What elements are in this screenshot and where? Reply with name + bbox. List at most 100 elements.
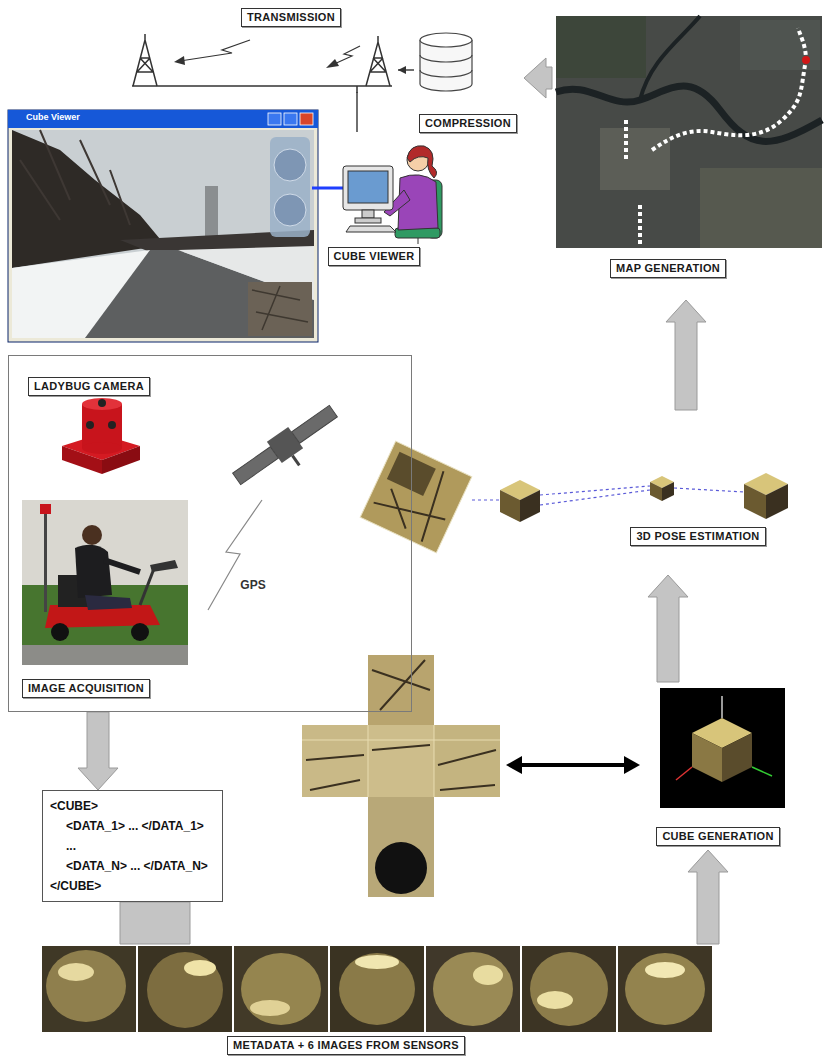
- flow-arrow: [648, 575, 688, 682]
- user-at-computer: [407, 146, 437, 178]
- flow-arrow: [524, 58, 552, 98]
- flow-arrow: [78, 712, 118, 790]
- pose-cube: [662, 482, 674, 501]
- pose-cube: [360, 441, 472, 553]
- sensor-images: [625, 953, 705, 1025]
- radio-tower: [366, 36, 390, 86]
- viewer-screenshot: [12, 130, 314, 338]
- signal-arrowhead: [326, 59, 339, 68]
- arrowhead: [398, 66, 414, 74]
- acquisition-photo: [40, 504, 51, 514]
- ladybug-camera: [82, 398, 122, 410]
- sensor-images: [426, 946, 520, 1032]
- link-line: [357, 92, 358, 132]
- unfolded-cube: [368, 725, 434, 797]
- code-line: <DATA_N> ... </DATA_N>: [50, 856, 208, 876]
- stage-region: CUBE GENERATION: [650, 682, 795, 850]
- sensor-images: [330, 946, 424, 1032]
- xml-box: <CUBE><DATA_1> ... </DATA_1>...<DATA_N> …: [42, 790, 223, 902]
- unfolded-cube: [302, 725, 368, 797]
- viewer-screenshot: [20, 130, 130, 225]
- satellite-map: [556, 16, 646, 78]
- stage-region: METADATA + 6 IMAGES FROM SENSORS: [40, 944, 718, 1058]
- viewer-screenshot: [205, 186, 218, 236]
- sensor-images: [355, 955, 399, 969]
- unfolded-cube: [375, 842, 427, 894]
- pose-link: [472, 486, 744, 505]
- user-at-computer: [348, 171, 388, 203]
- flow-arrow: [688, 850, 728, 944]
- flow-arrow: [524, 58, 552, 98]
- cube-render: [692, 733, 722, 782]
- pose-cube: [360, 441, 472, 553]
- double-arrow: [506, 756, 640, 774]
- satellite-map: [600, 128, 670, 190]
- database-icon: [420, 55, 472, 77]
- gps-signal: [208, 500, 262, 610]
- sensor-images: [537, 991, 573, 1009]
- sensor-images: [58, 963, 94, 981]
- radio-tower: [133, 34, 157, 86]
- user-at-computer: [362, 210, 374, 218]
- flow-arrow: [120, 902, 190, 944]
- stage-region: COMPRESSION: [414, 26, 524, 134]
- gps-label: GPS: [240, 578, 265, 592]
- database-icon: [420, 40, 472, 91]
- flow-arrow: [78, 712, 118, 790]
- acquisition-photo: [82, 525, 102, 545]
- gps-signal: [208, 500, 262, 610]
- satellite-map: [700, 168, 822, 248]
- database-icon: [420, 33, 472, 91]
- pose-cube: [500, 490, 520, 522]
- sensor-images: [339, 953, 415, 1025]
- acquisition-photo: [131, 623, 149, 641]
- code-line: </CUBE>: [50, 876, 208, 896]
- window-title: Cube Viewer: [26, 111, 80, 123]
- gps-satellite: [229, 401, 347, 500]
- cube-render: [676, 767, 692, 780]
- satellite-map: [640, 16, 700, 100]
- signal-arrowhead: [174, 56, 339, 68]
- connector-bar: [120, 902, 190, 944]
- double-arrow: [518, 763, 628, 767]
- user-at-computer: [346, 226, 396, 232]
- gps-satellite: [292, 456, 299, 466]
- double-arrow: [506, 756, 522, 774]
- stage-label: METADATA + 6 IMAGES FROM SENSORS: [227, 1036, 465, 1055]
- radio-tower: [132, 86, 392, 93]
- sensor-images: [241, 953, 321, 1025]
- satellite-map: [652, 28, 806, 150]
- stage-region: 3D POSE ESTIMATION: [356, 410, 806, 575]
- acquisition-panel: GPSLADYBUG CAMERAIMAGE ACQUISITION: [8, 355, 412, 712]
- pose-cube: [650, 482, 662, 501]
- link-line: [356, 92, 357, 132]
- acquisition-photo: [104, 560, 140, 572]
- acquisition-photo: [85, 595, 132, 610]
- unfolded-cube: [302, 725, 500, 797]
- sensor-images: [645, 962, 685, 978]
- acquisition-photo: [44, 512, 47, 612]
- satellite-map: [556, 86, 822, 141]
- satellite-map: [740, 20, 820, 70]
- ladybug-camera: [82, 404, 122, 448]
- pose-cube: [520, 490, 540, 522]
- stage-label: CUBE VIEWER: [328, 247, 421, 266]
- unfolded-cube: [368, 797, 434, 897]
- ladybug-camera: [108, 421, 116, 429]
- stage-label: IMAGE ACQUISITION: [22, 679, 150, 698]
- link-line: [398, 66, 414, 74]
- viewer-screenshot: [274, 194, 306, 226]
- pose-cube: [766, 484, 788, 519]
- wireless-signal: [180, 40, 250, 61]
- sensor-images: [138, 946, 232, 1032]
- radio-tower: [132, 34, 392, 93]
- ladybug-camera: [98, 399, 106, 407]
- ladybug-camera: [62, 398, 140, 474]
- flow-arrow: [666, 300, 706, 410]
- database-icon: [420, 33, 472, 47]
- sensor-images: [184, 960, 216, 976]
- sensor-images: [433, 952, 513, 1026]
- user-at-computer: [343, 146, 442, 244]
- code-line: <DATA_1> ... </DATA_1>: [50, 816, 208, 836]
- stage-label: CUBE GENERATION: [656, 827, 779, 846]
